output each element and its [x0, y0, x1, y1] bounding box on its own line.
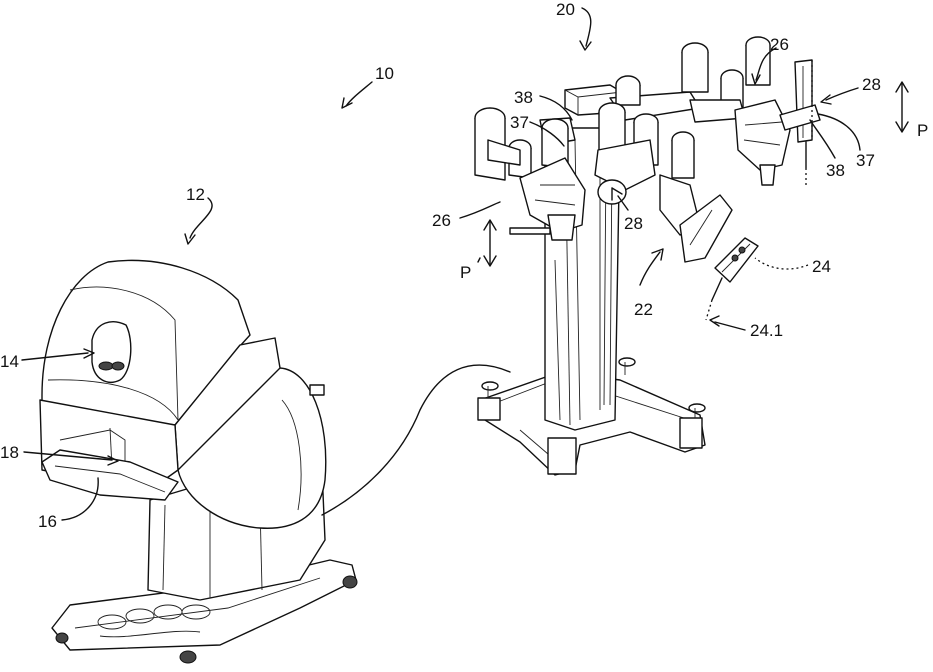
label-37-left: 37: [510, 113, 529, 132]
label-direction-right: P: [917, 121, 928, 140]
label-arm: 22: [634, 300, 653, 319]
label-arm-link-center: 28: [624, 214, 643, 233]
label-cart: 20: [556, 0, 575, 19]
label-setup-joint-right: 26: [770, 35, 789, 54]
label-column-top: 38: [514, 88, 533, 107]
label-system: 10: [375, 64, 394, 83]
label-column-right: 38: [826, 161, 845, 180]
left-arm-cluster: [475, 108, 585, 240]
surgeon-console: [40, 260, 357, 663]
label-instrument: 24: [812, 257, 831, 276]
label-setup-joint-left: 26: [432, 211, 451, 230]
right-arm-cluster: [682, 37, 820, 188]
label-arm-link-right: 28: [862, 75, 881, 94]
label-viewer: 14: [0, 352, 19, 371]
label-console: 12: [186, 185, 205, 204]
label-direction-left: P: [460, 263, 471, 282]
label-instrument-tip: 24.1: [750, 321, 783, 340]
label-footrest: 18: [0, 443, 19, 462]
label-37-right: 37: [856, 151, 875, 170]
label-handle: 16: [38, 512, 57, 531]
